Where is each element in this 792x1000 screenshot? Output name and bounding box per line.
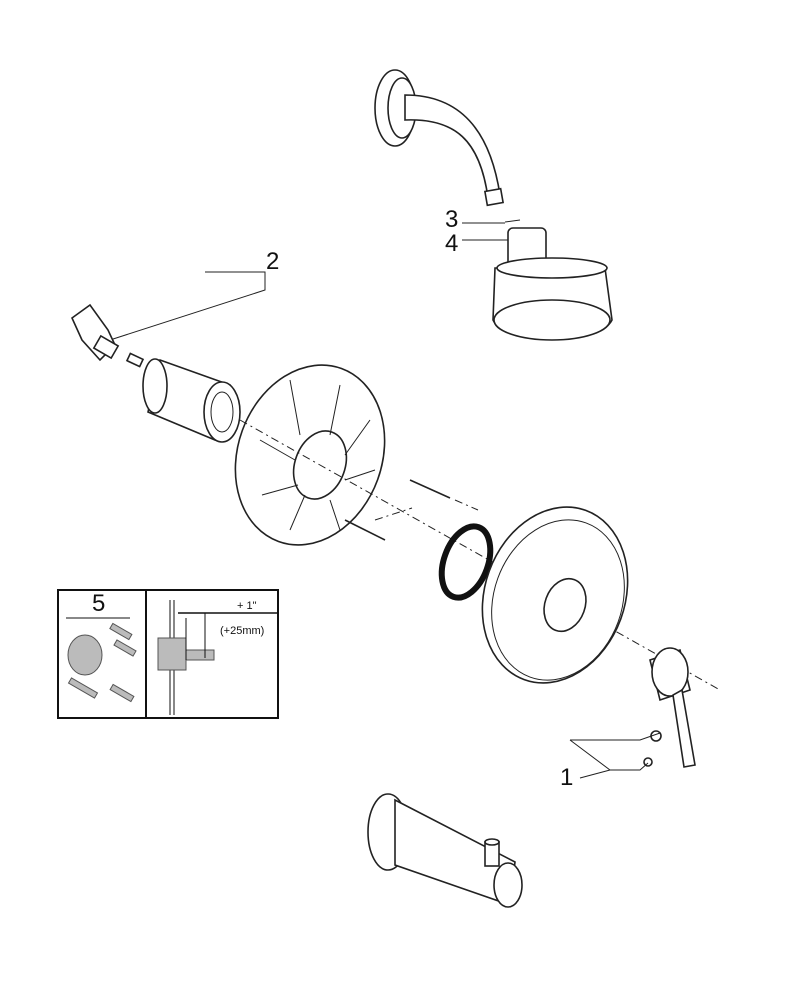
o-ring (438, 523, 494, 601)
shower-arm (374, 69, 505, 207)
sleeve (142, 358, 241, 443)
callout-4: 4 (445, 230, 459, 257)
plaster-guard (234, 364, 386, 546)
leader-line-2 (109, 271, 266, 341)
callout-1: 1 (560, 764, 574, 791)
tub-spout (367, 793, 523, 908)
center-axis (239, 419, 721, 691)
dimension-imperial: + 1" (237, 600, 257, 612)
screws (344, 479, 479, 541)
inset-box (57, 589, 279, 719)
shower-head (492, 227, 613, 341)
leader-line-1 (569, 732, 661, 779)
lever-handle (643, 647, 696, 768)
callout-5: 5 (92, 590, 106, 617)
callout-3: 3 (445, 206, 459, 233)
depth-dimension-icon (157, 600, 278, 715)
cartridge (71, 303, 145, 368)
dimension-metric: (+25mm) (220, 625, 265, 637)
washer-3 (504, 219, 521, 223)
trim-plate (481, 506, 629, 684)
mounting-kit-icon (67, 622, 137, 703)
callout-2: 2 (266, 248, 280, 275)
